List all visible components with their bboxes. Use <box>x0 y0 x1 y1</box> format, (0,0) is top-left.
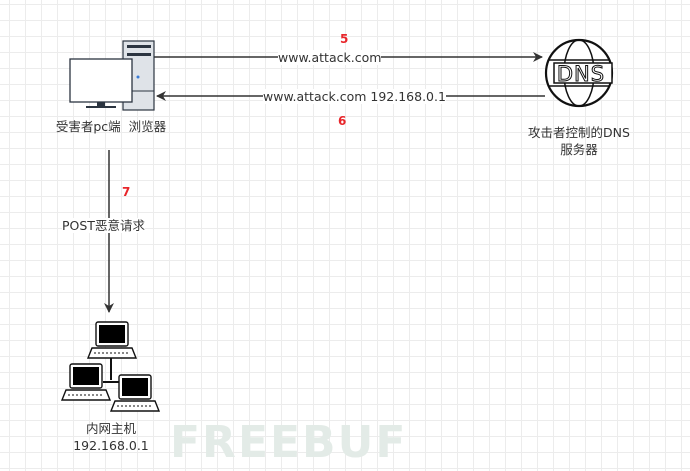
edge-6-step-number: 6 <box>338 114 347 128</box>
freebuf-watermark: FREEBUF <box>170 417 408 468</box>
intranet-label-line2: 192.168.0.1 <box>73 438 149 453</box>
edge-6-label: www.attack.com 192.168.0.1 <box>263 89 446 104</box>
edge-5-label: www.attack.com <box>278 50 382 65</box>
dns-globe-icon[interactable] <box>544 38 614 108</box>
edge-7-label: POST恶意请求 <box>62 218 145 233</box>
intranet-label-line1: 内网主机 <box>85 421 136 436</box>
dns-icon-text: DNS <box>557 62 605 86</box>
dns-server-label-line2: 服务器 <box>560 142 598 157</box>
victim-pc-label: 受害者pc端 浏览器 <box>55 119 167 134</box>
dns-server-label-line1: 攻击者控制的DNS <box>528 125 630 140</box>
edge-5-step-number: 5 <box>340 32 349 46</box>
edge-7-step-number: 7 <box>122 185 131 199</box>
network-computers-icon[interactable] <box>60 321 161 412</box>
desktop-pc-icon[interactable] <box>69 40 155 111</box>
